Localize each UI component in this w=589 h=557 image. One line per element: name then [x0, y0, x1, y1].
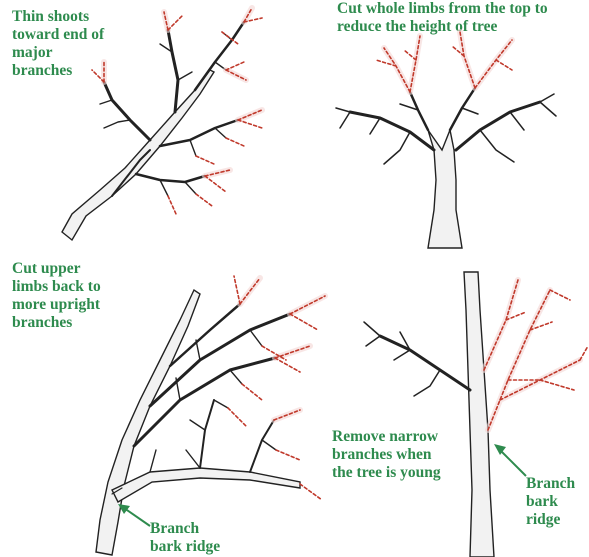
tree-illustration-cut-upper-limbs	[0, 250, 330, 557]
bark-ridge-pointer	[124, 508, 150, 526]
label-branch-bark-ridge-left: Branch bark ridge	[150, 520, 220, 556]
panel-thin-shoots: Thin shoots toward end of major branches	[0, 0, 300, 250]
tree-illustration-reduce-height	[300, 0, 589, 250]
panel-reduce-height: Cut whole limbs from the top to reduce t…	[300, 0, 589, 250]
panel-cut-upper-limbs: Cut upper limbs back to more upright bra…	[0, 250, 330, 557]
tree-illustration-thin-shoots	[0, 0, 300, 250]
label-branch-bark-ridge-right: Branch bark ridge	[526, 475, 575, 529]
panel-remove-narrow-branches: Remove narrow branches when the tree is …	[330, 250, 589, 557]
bark-ridge-pointer-right	[500, 450, 526, 476]
